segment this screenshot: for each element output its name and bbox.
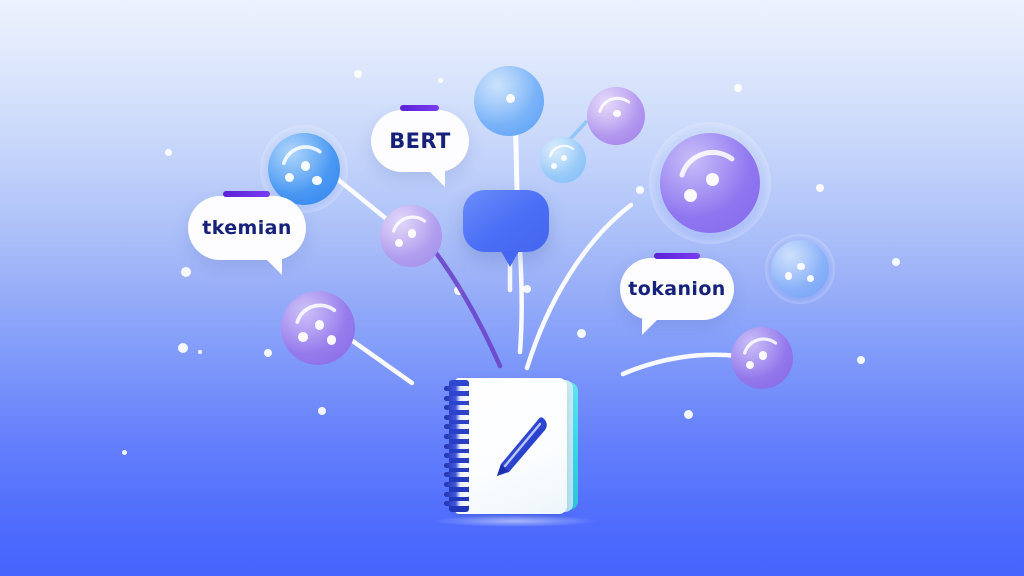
sphere-dot	[784, 272, 793, 280]
sphere-dot	[408, 229, 417, 238]
speck-dot	[178, 343, 188, 353]
bubble-tail	[262, 255, 282, 275]
bubble-label: tkemian	[202, 217, 292, 239]
sphere-dot	[797, 262, 805, 271]
sphere-arc-highlight	[392, 215, 427, 233]
sphere-dot	[326, 335, 337, 345]
speck-dot	[437, 77, 443, 83]
speck-dot	[892, 258, 900, 266]
sphere-dot	[312, 175, 322, 186]
spiral-ring	[444, 424, 470, 430]
stem-purple-left	[344, 334, 415, 386]
sphere-arc-highlight	[295, 303, 337, 324]
sphere-arc-highlight	[548, 144, 575, 158]
spiral-ring	[444, 491, 470, 497]
sphere-purple-left-low[interactable]	[281, 291, 355, 365]
speck-dot	[453, 285, 463, 295]
spiral-ring	[444, 434, 470, 439]
notebook-cover	[455, 378, 567, 514]
speck-dot	[264, 349, 272, 357]
spiral-ring	[444, 405, 470, 411]
sphere-dot	[560, 155, 567, 162]
speck-dot	[354, 70, 362, 78]
spiral-ring	[444, 414, 470, 420]
spiral-ring	[444, 395, 470, 401]
speck-dot	[181, 267, 191, 277]
spiral-ring	[444, 386, 470, 391]
bubble-bert[interactable]: BERT	[371, 105, 469, 187]
spiral-ring	[444, 462, 470, 468]
speck-dot	[816, 184, 824, 192]
sphere-dot	[683, 188, 697, 202]
sphere-arc-highlight	[743, 337, 778, 355]
spiral-ring	[444, 482, 470, 487]
spiral-ring	[444, 501, 470, 507]
sphere-dot	[298, 332, 308, 342]
sphere-bubble-right[interactable]	[765, 234, 835, 304]
speck-dot	[121, 449, 127, 455]
spiral-ring	[444, 453, 470, 459]
speck-dot	[857, 356, 865, 364]
speck-dot	[318, 407, 326, 415]
blue-message-card[interactable]	[463, 190, 549, 267]
bubble-accent-bar	[223, 191, 270, 197]
sphere-arc-highlight	[598, 96, 631, 113]
speck-dot	[734, 84, 742, 92]
sphere-dot	[284, 172, 295, 183]
bubble-label: tokanion	[628, 278, 726, 300]
bubble-tokanion[interactable]: tokanion	[620, 253, 734, 335]
spiral-ring	[444, 443, 470, 449]
sphere-dot	[300, 161, 311, 171]
sphere-dot	[705, 172, 719, 186]
sphere-arc-highlight	[679, 149, 735, 178]
bubble-tail	[642, 315, 662, 335]
sphere-purple-low-right[interactable]	[731, 327, 793, 389]
sphere-purple-big-right[interactable]	[649, 122, 771, 244]
sphere-mini-blue[interactable]	[540, 137, 586, 183]
bubble-tail	[425, 167, 445, 187]
sphere-dot	[550, 162, 557, 169]
bubble-label: BERT	[389, 129, 451, 153]
speck-dot	[683, 409, 693, 419]
pen-icon	[497, 417, 547, 476]
sphere-lavender-mid[interactable]	[380, 205, 442, 267]
sphere-dot	[613, 109, 621, 118]
blue-card-tail	[501, 251, 519, 267]
sphere-dot	[806, 274, 815, 283]
sphere-dot	[314, 320, 325, 330]
spiral-notebook[interactable]	[435, 378, 595, 527]
spiral-ring	[444, 472, 470, 478]
sphere-lightblue-top[interactable]	[474, 66, 544, 136]
speck-dot	[576, 328, 586, 338]
speck-dot	[198, 350, 202, 354]
notebook-shadow	[435, 515, 595, 527]
speck-dot	[636, 186, 644, 194]
sphere-dot	[759, 351, 768, 360]
speck-dot	[523, 285, 531, 293]
bubble-accent-bar	[654, 253, 700, 259]
stem-purple-right	[620, 352, 740, 377]
sphere-blue-left[interactable]	[260, 125, 348, 213]
speck-dot	[164, 148, 172, 156]
sphere-dot	[745, 361, 754, 370]
sphere-lavender-top[interactable]	[587, 87, 645, 145]
sphere-dot	[394, 239, 403, 248]
sphere-arc-highlight	[282, 145, 322, 166]
bubble-accent-bar	[400, 105, 439, 111]
bubble-tkemian[interactable]: tkemian	[188, 191, 306, 275]
sphere-dot	[505, 93, 515, 103]
